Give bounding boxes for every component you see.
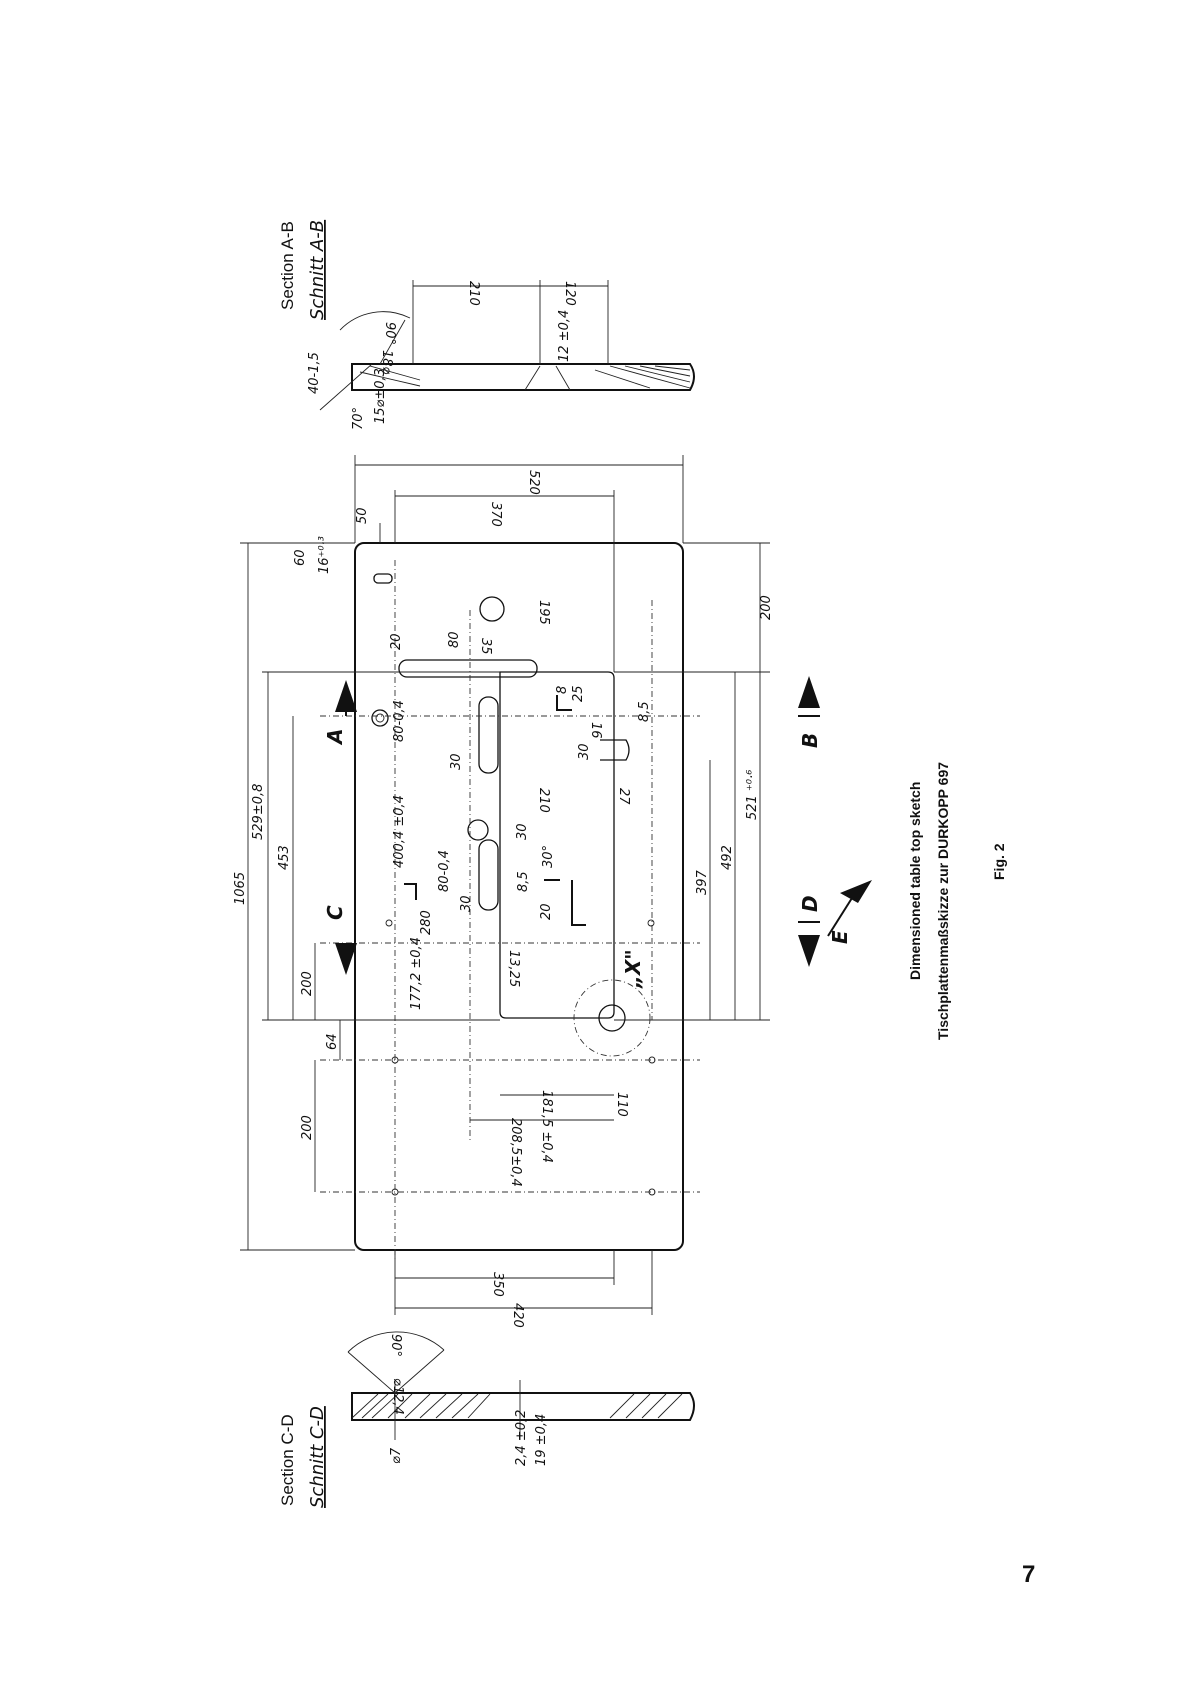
dim-30deg: 30° bbox=[541, 845, 556, 868]
section-cd-title-de: Schnitt C-D bbox=[307, 1406, 328, 1508]
ab-dim-18: 18⌀ bbox=[379, 350, 394, 375]
dim-85: 8,5 bbox=[637, 701, 652, 722]
ab-dim-120: 120 bbox=[562, 281, 577, 306]
dim-350: 350 bbox=[490, 1272, 505, 1297]
a-hole bbox=[371, 709, 389, 727]
cd-dim-90: 90° bbox=[388, 1334, 403, 1357]
dim-453: 453 bbox=[277, 845, 292, 870]
dim-30b: 30 bbox=[577, 743, 592, 760]
upper-hole bbox=[479, 596, 505, 622]
dim-20: 20 bbox=[389, 633, 404, 650]
right-slot bbox=[600, 739, 630, 761]
arrow-b bbox=[798, 676, 820, 708]
dim-210: 210 bbox=[536, 788, 551, 813]
a-hole-inner bbox=[375, 713, 385, 723]
ab-dim-70: 70° bbox=[351, 407, 366, 430]
ab-dim-40: 40-1,5 bbox=[307, 352, 322, 394]
dim-521: 521 ⁺⁰·⁶ bbox=[745, 770, 760, 820]
dim-64: 64 bbox=[325, 1033, 340, 1050]
dim-80b: 80-0,4 bbox=[392, 700, 407, 742]
cd-dim-124: ⌀12,4 bbox=[390, 1378, 405, 1415]
marker-x: „X" bbox=[621, 949, 645, 989]
dim-520: 520 bbox=[526, 470, 541, 495]
dim-397: 397 bbox=[695, 869, 710, 895]
mid-hole bbox=[467, 819, 489, 841]
dim-50: 50 bbox=[355, 507, 370, 524]
arrow-a bbox=[335, 680, 357, 712]
dim-1065: 1065 bbox=[233, 872, 248, 905]
cd-dim-7: ⌀7 bbox=[389, 1447, 404, 1464]
dim-529: 529±0,8 bbox=[251, 784, 266, 840]
dim-80: 80 bbox=[447, 631, 462, 648]
dim-200b: 200 bbox=[300, 1115, 315, 1140]
marker-a: A bbox=[323, 729, 347, 746]
upper-slot bbox=[398, 659, 538, 678]
marker-c: C bbox=[323, 905, 347, 920]
caption-line-2: Tischplattenmaßskizze zur DURKOPP 697 bbox=[935, 762, 951, 1040]
dim-27: 27 bbox=[616, 788, 631, 805]
dim-1325: 13,25 bbox=[506, 950, 521, 987]
marker-e: E bbox=[828, 930, 852, 944]
section-ab-title-en: Section A-B bbox=[278, 221, 297, 310]
dim-30d: 30 bbox=[515, 823, 530, 840]
ab-dim-12: 12 ±0,4 bbox=[557, 310, 572, 362]
dim-2085: 208,5±0,4 bbox=[508, 1118, 523, 1187]
dim-16b: 16 bbox=[588, 722, 603, 739]
dim-80c: 80-0,4 bbox=[437, 850, 452, 892]
dim-1815: 181,5 ±0,4 bbox=[539, 1090, 554, 1163]
dim-16: 16⁺⁰·³ bbox=[317, 536, 332, 574]
section-ab-title-de: Schnitt A-B bbox=[307, 220, 328, 320]
cd-dim-24: 2,4 ±0,2 bbox=[514, 1410, 529, 1466]
section-cd-title-en: Section C-D bbox=[278, 1414, 297, 1506]
cd-dim-19: 19 ±0,4 bbox=[534, 1414, 549, 1466]
machine-cutout bbox=[499, 671, 615, 1019]
arrow-d bbox=[798, 935, 820, 967]
table-top-outline bbox=[354, 542, 684, 1251]
dim-200c: 200 bbox=[759, 595, 774, 620]
dim-20b: 20 bbox=[539, 903, 554, 920]
page-number: 7 bbox=[1022, 1561, 1035, 1588]
dim-370: 370 bbox=[488, 502, 503, 527]
dim-60: 60 bbox=[293, 549, 308, 566]
table-top-plan bbox=[240, 455, 872, 1315]
section-cd-drawing bbox=[347, 1331, 695, 1440]
dim-8: 8 bbox=[555, 686, 570, 694]
dim-280: 280 bbox=[419, 910, 434, 935]
dim-25: 25 bbox=[571, 685, 586, 702]
hole-60 bbox=[373, 573, 393, 584]
dim-1772: 177,2 ±0,4 bbox=[409, 937, 424, 1010]
dim-492: 492 bbox=[720, 845, 735, 870]
dim-30c: 30 bbox=[459, 895, 474, 912]
dim-85b: 8,5 bbox=[516, 871, 531, 892]
left-slot-lower bbox=[478, 839, 499, 911]
dim-200a: 200 bbox=[300, 971, 315, 996]
ab-dim-210: 210 bbox=[466, 281, 481, 306]
dim-420: 420 bbox=[510, 1303, 525, 1328]
arrow-c bbox=[335, 943, 357, 975]
dim-4004: 400,4 ±0,4 bbox=[392, 795, 407, 868]
dim-110: 110 bbox=[614, 1092, 629, 1117]
dim-30a: 30 bbox=[449, 753, 464, 770]
x-circle-inner bbox=[598, 1004, 626, 1032]
ab-dim-15: 15⌀±0,3 bbox=[373, 368, 388, 424]
x-circle bbox=[573, 979, 651, 1057]
arrow-e bbox=[840, 880, 872, 903]
dim-195: 195 bbox=[536, 600, 551, 625]
marker-d: D bbox=[798, 895, 822, 912]
left-slot-upper bbox=[478, 696, 499, 774]
figure-number: Fig. 2 bbox=[991, 843, 1007, 880]
marker-b: B bbox=[798, 733, 822, 748]
caption-line-1: Dimensioned table top sketch bbox=[907, 782, 923, 980]
ab-dim-90: 90° bbox=[382, 322, 397, 345]
section-ab-drawing bbox=[319, 280, 695, 411]
dim-35: 35 bbox=[478, 638, 493, 655]
